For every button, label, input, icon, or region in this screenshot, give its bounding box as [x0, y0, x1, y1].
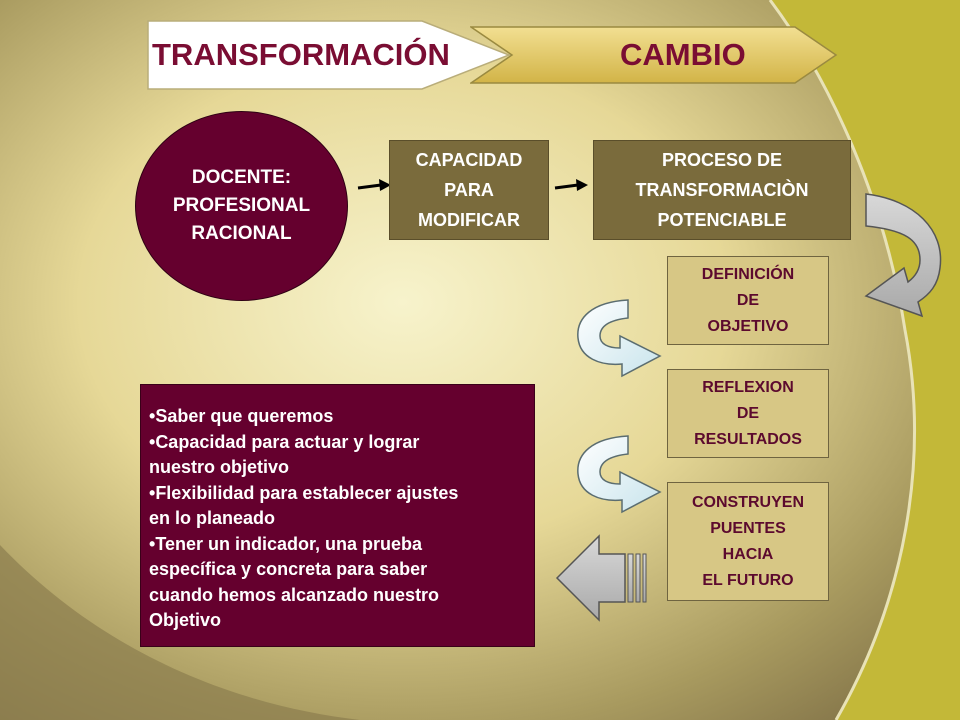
header-left-label: TRANSFORMACIÓN [152, 37, 450, 72]
requirements-list: Saber que queremos Capacidad para actuar… [140, 384, 535, 647]
docente-ellipse: DOCENTE: PROFESIONAL RACIONAL [135, 111, 348, 301]
list-item: Tener un indicador, una prueba específic… [149, 532, 528, 634]
arrow-right-icon [357, 179, 391, 191]
striped-arrow-left-icon [555, 534, 647, 622]
definicion-box: DEFINICIÓN DE OBJETIVO [667, 256, 829, 345]
curved-arrow-right-icon [577, 435, 662, 514]
curved-arrow-down-icon [864, 193, 942, 318]
curved-arrow-right-icon [577, 299, 662, 378]
list-item: Flexibilidad para establecer ajustes en … [149, 481, 528, 532]
header-right-label: CAMBIO [620, 37, 746, 72]
proceso-box: PROCESO DE TRANSFORMACIÒN POTENCIABLE [593, 140, 851, 240]
transformacion-banner [147, 20, 512, 90]
construyen-box: CONSTRUYEN PUENTES HACIA EL FUTURO [667, 482, 829, 601]
arrow-right-icon [554, 179, 588, 191]
cambio-banner [470, 26, 838, 84]
capacidad-box: CAPACIDAD PARA MODIFICAR [389, 140, 549, 240]
list-item: Capacidad para actuar y lograr nuestro o… [149, 430, 528, 481]
reflexion-box: REFLEXION DE RESULTADOS [667, 369, 829, 458]
list-item: Saber que queremos [149, 404, 528, 430]
